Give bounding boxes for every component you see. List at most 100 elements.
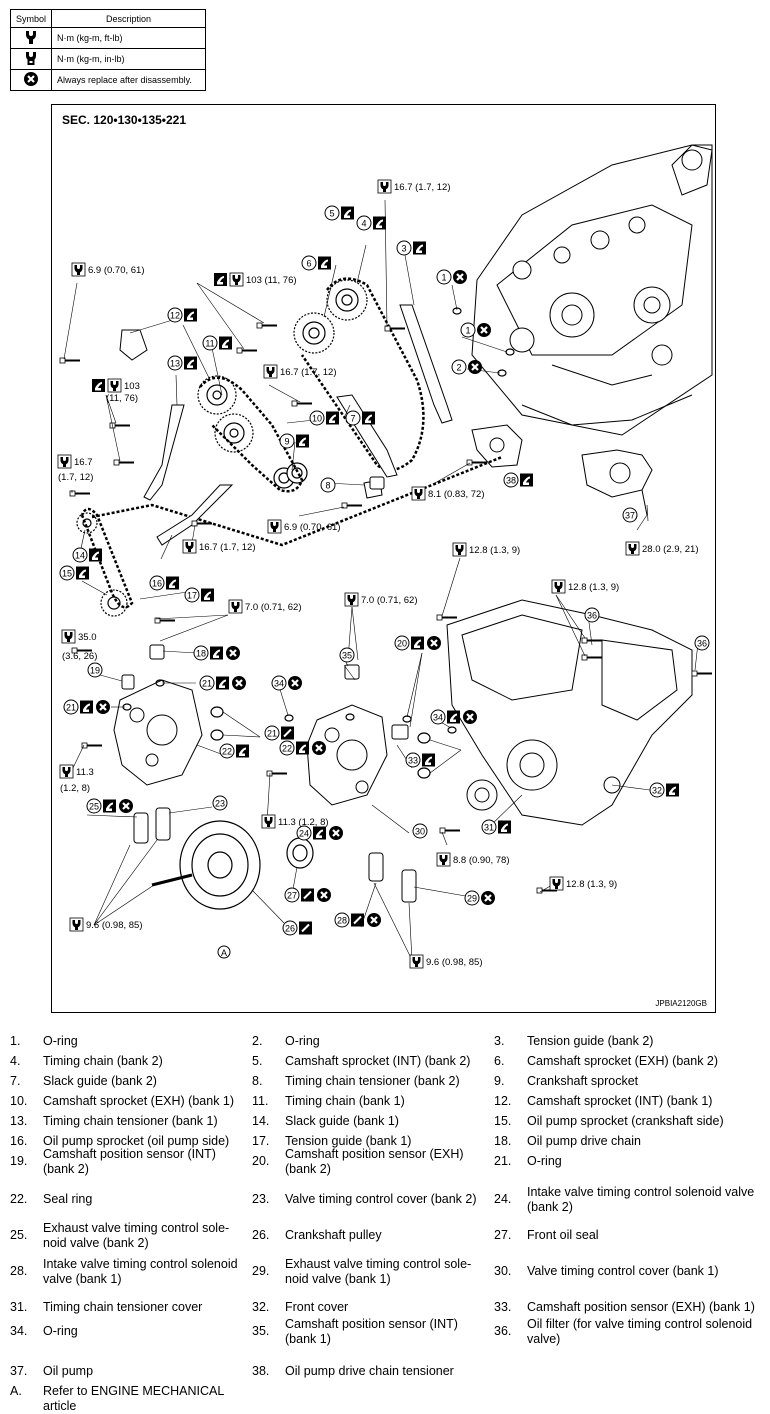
part-number: 1. xyxy=(10,1034,21,1048)
oil-icon xyxy=(184,308,197,322)
oil-icon xyxy=(92,379,105,392)
part-callout-21: 21 xyxy=(264,725,295,741)
part-number: 21. xyxy=(494,1154,512,1168)
torque-spec-label: 16.7 (1.7, 12) xyxy=(263,364,337,379)
svg-text:36: 36 xyxy=(697,639,707,649)
svg-text:13: 13 xyxy=(170,359,180,369)
engine-block-illustration xyxy=(471,144,713,436)
camshaft-sprocket-illustration xyxy=(76,279,368,617)
torque-spec-label: 12.8 (1.3, 9) xyxy=(549,876,617,891)
svg-text:9.6 (0.98, 85): 9.6 (0.98, 85) xyxy=(86,920,143,931)
valve-timing-control-cover-bank2-illustration xyxy=(113,679,388,806)
part-description: O-ring xyxy=(285,1034,320,1048)
part-description: Intake valve timing control solenoid val… xyxy=(527,1185,755,1214)
part-number: 30. xyxy=(494,1264,512,1278)
torque-wrench-icon xyxy=(409,954,424,969)
part-number: 7. xyxy=(10,1074,21,1088)
oil-icon xyxy=(214,273,227,286)
svg-text:(3.6, 26): (3.6, 26) xyxy=(62,651,97,662)
svg-text:16.7: 16.7 xyxy=(74,457,93,468)
part-callout-38: 38 xyxy=(503,472,533,488)
part-description: Camshaft sprocket (INT) (bank 1) xyxy=(527,1094,713,1108)
part-number: 31. xyxy=(10,1300,28,1314)
svg-text:23: 23 xyxy=(215,799,225,809)
svg-text:3: 3 xyxy=(401,244,406,254)
svg-text:16.7 (1.7, 12): 16.7 (1.7, 12) xyxy=(199,542,256,553)
svg-text:25: 25 xyxy=(89,802,99,812)
torque-wrench-icon xyxy=(229,272,244,287)
part-description: Valve timing control cover (bank 2) xyxy=(285,1192,477,1206)
svg-text:11.3: 11.3 xyxy=(76,767,94,778)
part-callout-35: 35 xyxy=(339,647,355,663)
part-callout-22: 22 xyxy=(219,743,249,759)
svg-text:31: 31 xyxy=(484,823,494,833)
part-callout-8: 8 xyxy=(320,477,336,493)
oil-icon xyxy=(520,473,533,487)
part-description: Timing chain tensioner (bank 1) xyxy=(43,1114,218,1128)
sealant-icon xyxy=(350,912,365,928)
oil-icon xyxy=(373,216,386,230)
svg-text:36: 36 xyxy=(587,611,597,621)
svg-text:4: 4 xyxy=(361,219,366,229)
svg-text:19: 19 xyxy=(90,666,100,676)
svg-text:34: 34 xyxy=(274,679,284,689)
diagram-code: JPBIA2120GB xyxy=(655,999,707,1008)
torque-wrench-icon xyxy=(59,764,74,779)
part-number: 15. xyxy=(494,1114,512,1128)
oil-icon xyxy=(296,434,309,448)
oil-icon xyxy=(210,646,223,660)
torque-wrench-icon xyxy=(551,579,566,594)
torque-spec-label: 11.3 (1.2, 8) xyxy=(261,814,329,829)
svg-text:32: 32 xyxy=(652,786,662,796)
svg-text:18: 18 xyxy=(196,649,206,659)
part-callout-29: 29 xyxy=(464,889,497,907)
torque-wrench-icon xyxy=(436,852,451,867)
part-number: 38. xyxy=(252,1364,270,1378)
torque-layer: 16.7 (1.7, 12)6.9 (0.70, 61)103 (11, 76)… xyxy=(57,179,699,969)
svg-text:21: 21 xyxy=(267,729,277,739)
part-number: 32. xyxy=(252,1300,270,1314)
torque-wrench-icon xyxy=(344,592,359,607)
part-description: Oil pump sprocket (oil pump side) xyxy=(43,1134,230,1148)
svg-text:6.9 (0.70, 61): 6.9 (0.70, 61) xyxy=(284,522,341,533)
svg-text:5: 5 xyxy=(329,209,334,219)
always-replace-icon xyxy=(230,674,248,692)
oil-icon xyxy=(666,783,679,797)
always-replace-icon xyxy=(451,268,469,286)
oil-icon xyxy=(422,753,435,767)
part-number: 8. xyxy=(252,1074,263,1088)
part-callout-14: 14 xyxy=(72,547,102,563)
part-description: Oil pump sprocket (crankshaft side) xyxy=(527,1114,724,1128)
torque-spec-label: 28.0 (2.9, 21) xyxy=(625,541,699,556)
part-callout-25: 25 xyxy=(86,797,135,815)
svg-text:11: 11 xyxy=(205,339,214,349)
oil-icon xyxy=(318,256,331,270)
part-number: 14. xyxy=(252,1114,270,1128)
part-description: Oil filter (for valve timing control sol… xyxy=(527,1317,753,1346)
part-number: 17. xyxy=(252,1134,270,1148)
legend-header-description: Description xyxy=(51,9,206,28)
svg-text:12.8 (1.3, 9): 12.8 (1.3, 9) xyxy=(469,545,520,556)
always-replace-icon xyxy=(327,824,345,842)
svg-text:30: 30 xyxy=(415,827,425,837)
chain-guide-illustration xyxy=(119,304,453,546)
oil-icon xyxy=(413,241,426,255)
part-number: 35. xyxy=(252,1324,270,1338)
part-number: 22. xyxy=(10,1192,28,1206)
oil-icon xyxy=(362,411,375,425)
part-callout-36: 36 xyxy=(584,607,600,623)
part-number: 24. xyxy=(494,1192,512,1206)
svg-text:10: 10 xyxy=(312,414,322,424)
part-number: 12. xyxy=(494,1094,512,1108)
torque-wrench-icon xyxy=(549,876,564,891)
torque-wrench-icon xyxy=(263,364,278,379)
torque-spec-label: 11.3 xyxy=(59,764,94,779)
part-description: Tension guide (bank 1) xyxy=(285,1134,412,1148)
part-description: Refer to ENGINE MECHANICAL article xyxy=(43,1384,225,1413)
part-callout-33: 33 xyxy=(405,752,435,768)
oil-icon xyxy=(184,356,197,370)
part-number: 37. xyxy=(10,1364,28,1378)
part-number: 23. xyxy=(252,1192,270,1206)
part-callout-15: 15 xyxy=(59,565,89,581)
torque-spec-label: 6.9 (0.70, 61) xyxy=(71,262,145,277)
